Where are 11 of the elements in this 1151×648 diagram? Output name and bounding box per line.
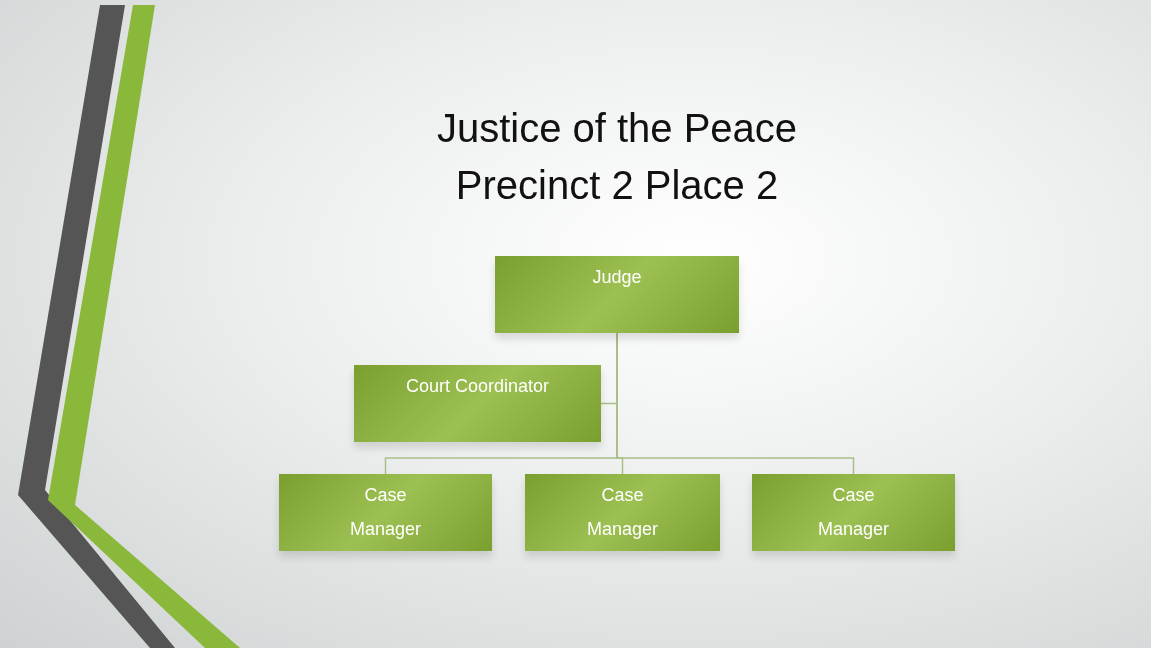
org-chart-box [279,474,492,551]
role-label: Case Manager [816,484,890,541]
org-chart-box [525,474,720,551]
role-label: Court Coordinator [405,375,550,398]
org-chart-box [495,256,739,333]
role-label: Judge [592,266,642,289]
org-chart-box [354,365,601,442]
role-label: Case Manager [348,484,422,541]
title: Justice of the Peace Precinct 2 Place 2 [435,105,799,209]
role-label: Case Manager [585,484,659,541]
org-chart-box [752,474,955,551]
